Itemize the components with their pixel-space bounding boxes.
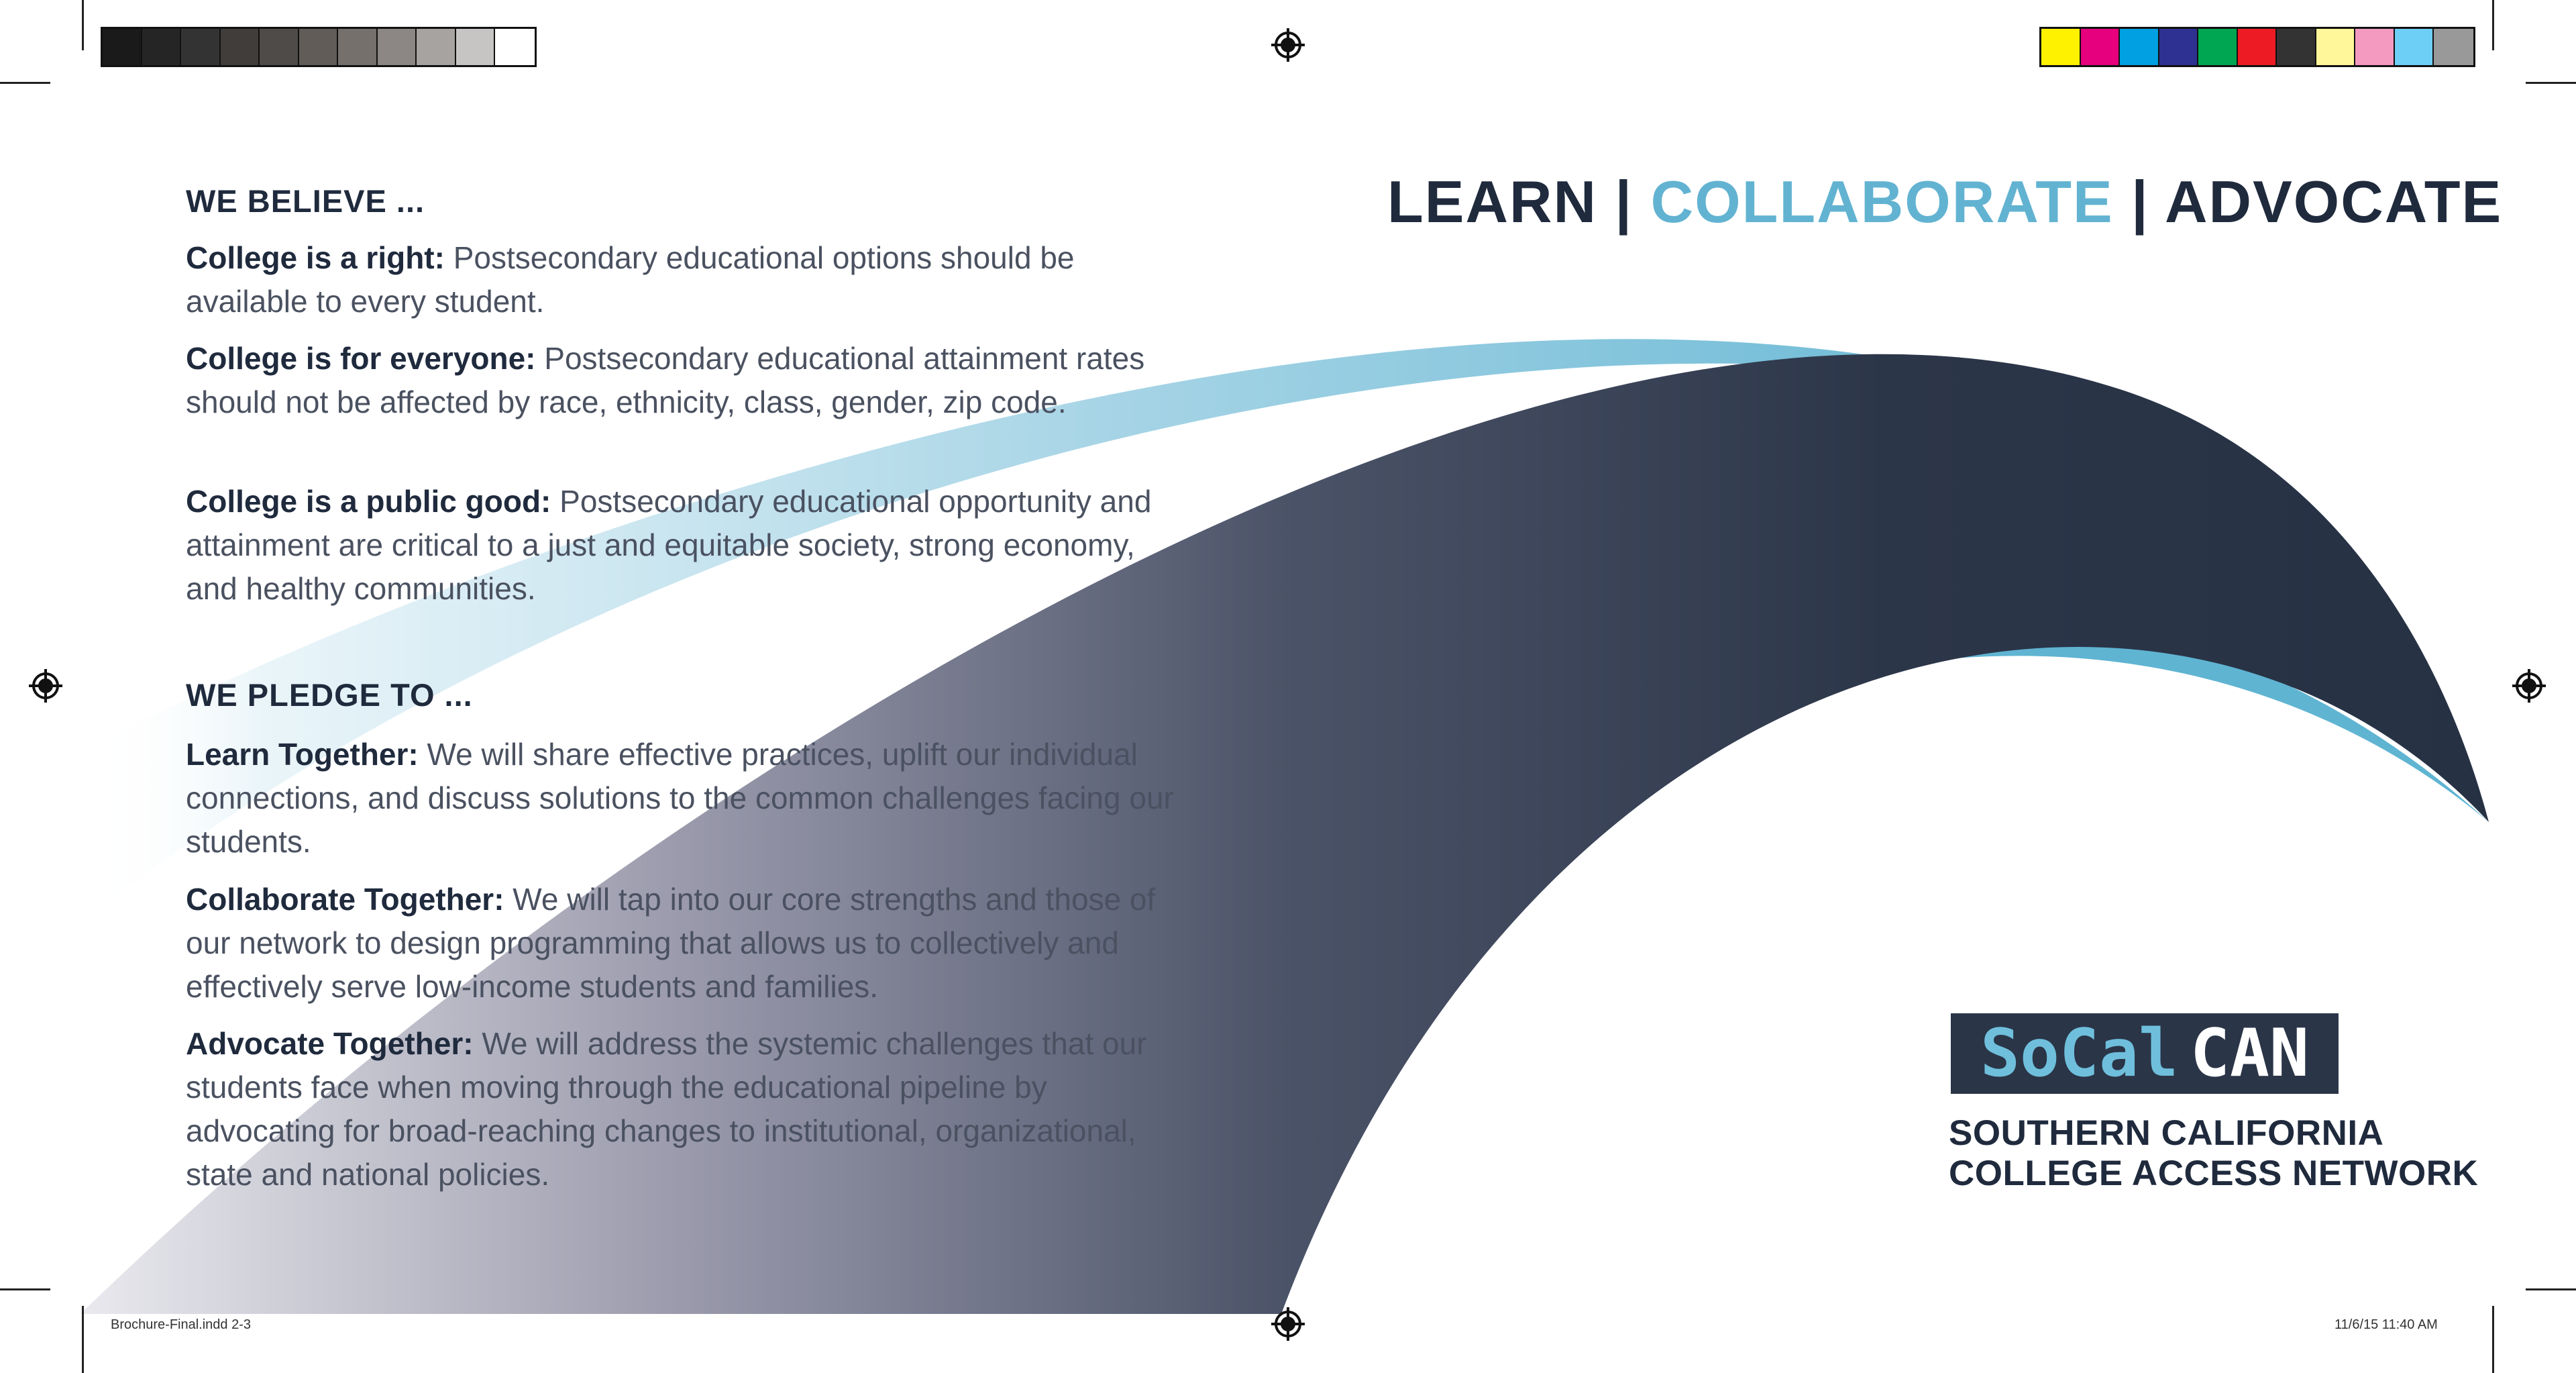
believe-item-text: Postsecondary educational attainment rat… — [186, 341, 1145, 419]
color-swatch — [2041, 29, 2081, 65]
logo-can: CAN — [2190, 1015, 2310, 1092]
believe-item-text: Postsecondary educational options should… — [186, 240, 1075, 319]
believe-item: College is a public good: Postsecondary … — [186, 480, 1192, 611]
crop-mark — [0, 82, 50, 84]
tagline-advocate: ADVOCATE — [2164, 168, 2503, 235]
crop-mark — [0, 1288, 50, 1290]
tagline-collaborate: COLLABORATE — [1650, 168, 2114, 235]
light-swoosh — [94, 339, 2194, 913]
pledge-item-text: We will address the systemic challenges … — [186, 1026, 1147, 1192]
gray-swatch — [299, 29, 339, 65]
pledge-item-text: We will share effective practices, uplif… — [186, 737, 1174, 859]
believe-item: College is a right: Postsecondary educat… — [186, 236, 1192, 323]
pledge-item-text: We will tap into our core strengths and … — [186, 882, 1156, 1004]
believe-item-lead: College is a right: — [186, 240, 445, 275]
tagline: LEARN | COLLABORATE | ADVOCATE — [1387, 168, 2502, 236]
color-swatch — [2355, 29, 2395, 65]
gray-swatch — [220, 29, 260, 65]
pledge-item-lead: Advocate Together: — [186, 1026, 474, 1061]
color-swatch — [2316, 29, 2356, 65]
pledge-heading: WE PLEDGE TO ... — [186, 677, 473, 713]
gray-swatch — [142, 29, 182, 65]
color-swatch — [2080, 29, 2121, 65]
pledge-item: Advocate Together: We will address the s… — [186, 1022, 1192, 1197]
registration-mark-top — [1271, 28, 1305, 62]
registration-mark-bottom — [1271, 1307, 1305, 1341]
gray-swatch — [260, 29, 299, 65]
dark-swoosh — [80, 354, 2489, 1314]
believe-item-text: Postsecondary educational opportunity an… — [186, 484, 1152, 606]
believe-item: College is for everyone: Postsecondary e… — [186, 337, 1192, 424]
color-swatch — [2237, 29, 2277, 65]
logo-socal: SoCal — [1980, 1015, 2178, 1092]
crop-mark — [82, 0, 84, 50]
pledge-item: Learn Together: We will share effective … — [186, 733, 1192, 864]
registration-mark-left — [29, 669, 62, 703]
color-swatch — [2277, 29, 2316, 65]
crop-mark — [2492, 1306, 2494, 1373]
gray-swatch — [103, 29, 142, 65]
color-swatch — [2434, 29, 2473, 65]
grayscale-color-bar — [101, 27, 537, 67]
gray-swatch — [377, 29, 417, 65]
gray-swatch — [417, 29, 456, 65]
pledge-item-lead: Learn Together: — [186, 737, 419, 772]
file-name-slug: Brochure-Final.indd 2-3 — [111, 1317, 251, 1332]
color-swatch — [2159, 29, 2199, 65]
crop-mark — [82, 1306, 84, 1373]
logo-line-2: COLLEGE ACCESS NETWORK — [1949, 1154, 2479, 1193]
believe-item-lead: College is for everyone: — [186, 341, 536, 376]
tagline-separator: | — [2113, 168, 2165, 235]
color-swatch — [2120, 29, 2159, 65]
socal-can-logo: SoCal CAN — [1951, 1013, 2339, 1094]
pledge-item-lead: Collaborate Together: — [186, 882, 504, 917]
gray-swatch — [338, 29, 378, 65]
logo-line-1: SOUTHERN CALIFORNIA — [1949, 1113, 2384, 1153]
color-swatch — [2394, 29, 2434, 65]
pledge-item: Collaborate Together: We will tap into o… — [186, 878, 1192, 1009]
crop-mark — [2492, 0, 2494, 50]
tagline-learn: LEARN — [1387, 168, 1598, 235]
process-color-bar — [2039, 27, 2475, 67]
gray-swatch — [495, 29, 535, 65]
registration-mark-right — [2512, 669, 2546, 703]
color-swatch — [2198, 29, 2238, 65]
believe-item-lead: College is a public good: — [186, 484, 551, 519]
crop-mark — [2526, 82, 2576, 84]
timestamp-slug: 11/6/15 11:40 AM — [2334, 1317, 2438, 1332]
tagline-separator: | — [1597, 168, 1651, 235]
crop-mark — [2526, 1288, 2576, 1290]
gray-swatch — [181, 29, 221, 65]
gray-swatch — [455, 29, 496, 65]
believe-heading: WE BELIEVE ... — [186, 183, 425, 219]
